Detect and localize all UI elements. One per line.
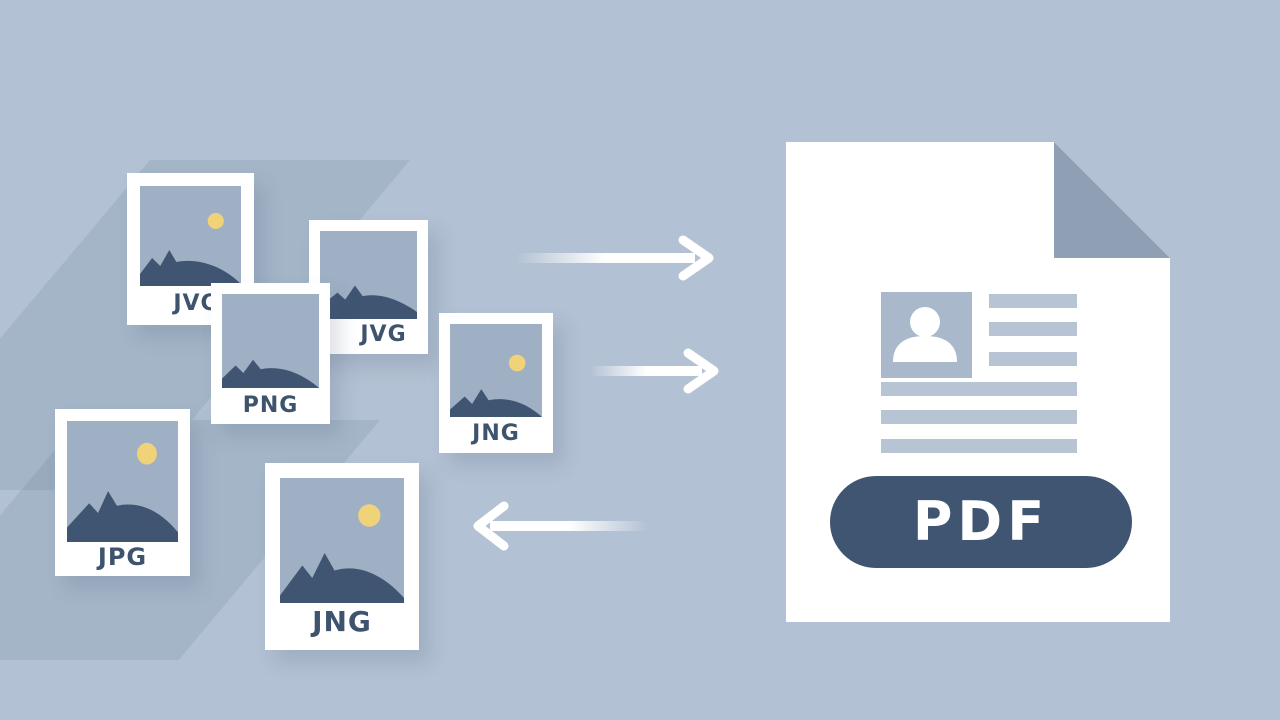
image-icon [222, 294, 319, 388]
file-type-label: PNG [242, 393, 299, 418]
image-icon [320, 231, 417, 319]
image-file-card-jng-large: JNG [265, 463, 419, 650]
image-file-card-jvc: JVC [127, 173, 254, 325]
text-line [881, 410, 1077, 424]
image-file-card-png: PNG [211, 283, 330, 424]
file-type-label: JNG [312, 606, 372, 638]
text-line [989, 352, 1077, 366]
image-icon [280, 478, 404, 603]
arrow-right-icon [515, 235, 714, 281]
arrow-right-icon [590, 348, 719, 394]
arrow-left-icon [473, 501, 648, 551]
user-avatar-icon [881, 292, 972, 378]
text-line [881, 439, 1077, 453]
image-icon [450, 324, 542, 417]
text-line [989, 322, 1077, 336]
text-line [989, 294, 1077, 308]
pdf-badge: PDF [830, 476, 1132, 568]
file-type-label: JVC [173, 291, 218, 316]
file-type-label: JVG [360, 322, 407, 347]
file-type-label: JNG [472, 421, 520, 446]
text-line [881, 382, 1077, 396]
file-type-label: JPG [97, 543, 148, 571]
image-icon [67, 421, 178, 542]
pdf-file-icon: PDF [786, 142, 1170, 622]
image-file-card-jng: JNG [439, 313, 553, 453]
image-file-card-jpg: JPG [55, 409, 190, 576]
image-icon [140, 186, 241, 286]
